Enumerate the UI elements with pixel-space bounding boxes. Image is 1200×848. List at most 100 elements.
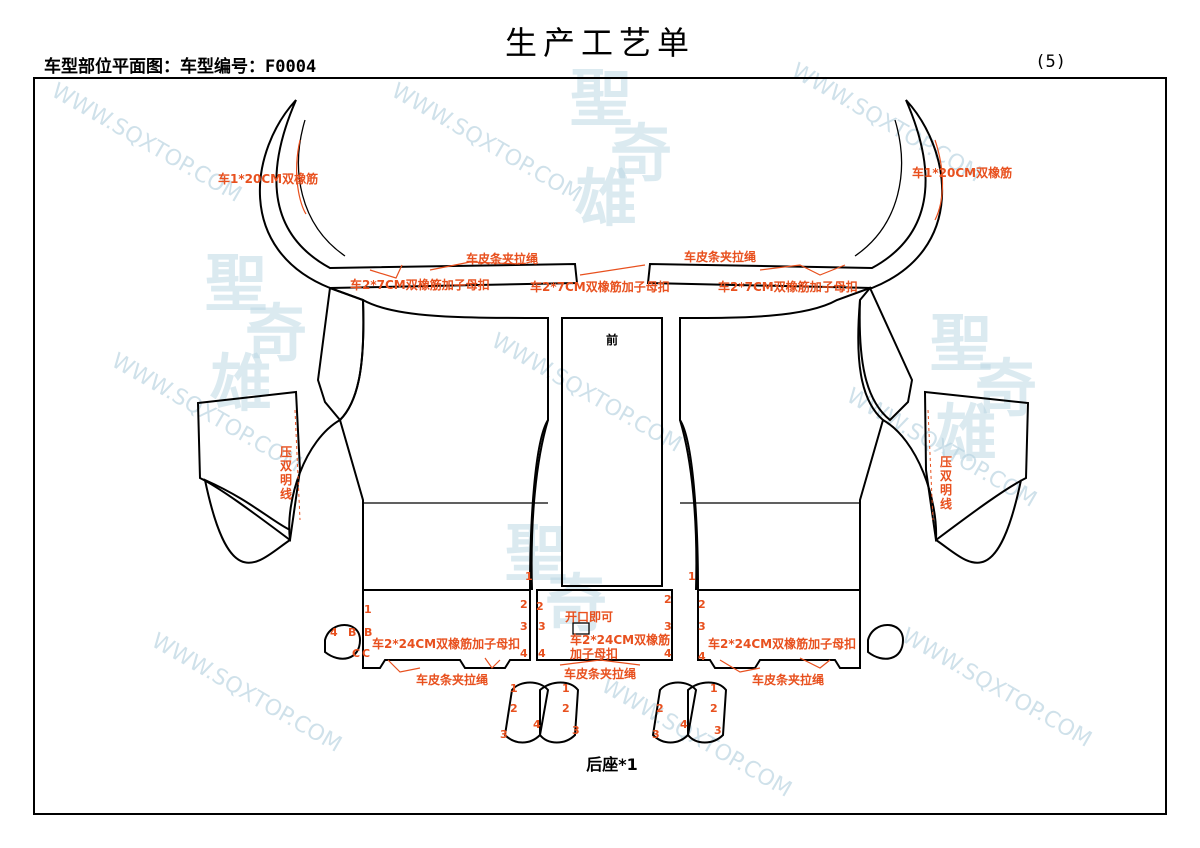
watermark-url: WWW.SQXTOP.COM: [47, 79, 246, 208]
marker-b: B: [364, 626, 372, 639]
lower-left-panel: [362, 589, 531, 669]
opening-slot: [572, 622, 590, 635]
page-number: (5): [1035, 52, 1066, 72]
center-front-panel: [561, 317, 663, 587]
strap-bottom-right-label: 车皮条夹拉绳: [752, 672, 824, 687]
watermark-url: WWW.SQXTOP.COM: [897, 624, 1096, 753]
marker-2: 2: [520, 598, 528, 611]
watermark-brand: 雄: [210, 347, 272, 420]
watermark-brand: 聖: [570, 62, 632, 135]
marker-4: 4: [538, 647, 546, 660]
watermark-brand: 雄: [575, 162, 637, 235]
front-label: 前: [606, 332, 618, 347]
rubber-24-mid-label: 车2*24CM双橡筋: [570, 632, 670, 647]
marker-4: 4: [698, 650, 706, 663]
marker-3: 3: [538, 620, 546, 633]
arch-stitch-line: [296, 139, 307, 215]
watermark-brand: 奇: [245, 297, 307, 370]
footer-label: 后座*1: [586, 755, 638, 774]
marker-1: 1: [364, 603, 372, 616]
marker-c: C: [352, 647, 360, 660]
marker-b: B: [348, 626, 356, 639]
page-title: 生产工艺单: [504, 24, 695, 62]
marker-3: 3: [698, 620, 706, 633]
marker-4: 4: [520, 647, 528, 660]
press-left-label: 明: [280, 473, 292, 487]
model-subtitle: 车型部位平面图：车型编号：F0004: [44, 57, 317, 77]
watermark-brand: 聖: [205, 247, 267, 320]
rubber-7-label: 车2*7CM双橡筋加子母扣: [350, 277, 490, 292]
rubber-24-right-label: 车2*24CM双橡筋加子母扣: [708, 636, 856, 651]
press-left-label: 线: [280, 486, 292, 501]
press-left-label: 双: [280, 459, 292, 473]
slit-right: [679, 419, 698, 591]
marker-3: 3: [500, 728, 508, 741]
press-left-label: 压: [280, 445, 292, 459]
press-right-label: 压: [940, 455, 952, 469]
marker-2: 2: [710, 702, 718, 715]
stitch-dash: [294, 409, 301, 521]
slit-left: [530, 419, 549, 591]
watermark-brand: 奇: [545, 567, 607, 640]
watermark-brand: 奇: [610, 117, 672, 190]
strap-bottom-left-label: 车皮条夹拉绳: [416, 672, 488, 687]
left-fender-piece: [203, 419, 341, 564]
marker-3: 3: [714, 724, 722, 737]
watermark-url: WWW.SQXTOP.COM: [147, 629, 346, 758]
watermark-brand: 聖: [930, 307, 992, 380]
strap-left-label: 车皮条夹拉绳: [466, 251, 538, 266]
marker-1: 1: [562, 682, 570, 695]
marker-1: 1: [710, 682, 718, 695]
small-corner-piece: [324, 624, 362, 660]
marker-2: 2: [698, 598, 706, 611]
marker-4: 4: [680, 718, 688, 731]
lower-center-panel: [536, 589, 673, 661]
lower-right-panel: [697, 589, 861, 669]
right-seat-panel: [679, 287, 885, 591]
stitch-dash: [927, 409, 934, 521]
arch-inner-line: [854, 119, 903, 257]
marker-1: 1: [688, 570, 696, 583]
press-right-label: 线: [940, 496, 952, 511]
arch-inner-line: [297, 119, 346, 257]
right-upper-side-piece: [858, 286, 914, 422]
small-corner-piece: [867, 624, 905, 660]
strap-line: [579, 264, 846, 276]
marker-3: 3: [664, 620, 672, 633]
marker-3: 3: [520, 620, 528, 633]
marker-2: 2: [510, 702, 518, 715]
watermark-url: WWW.SQXTOP.COM: [487, 329, 686, 458]
marker-4: 4: [664, 647, 672, 660]
watermark-brand: 雄: [935, 397, 997, 470]
arch-right-label: 车1*20CM双橡筋: [912, 165, 1012, 180]
marker-2: 2: [664, 593, 672, 606]
marker-3: 3: [652, 728, 660, 741]
arch-left-label: 车1*20CM双橡筋: [218, 171, 318, 186]
opening-label: 开口即可: [565, 610, 613, 624]
marker-1: 1: [510, 682, 518, 695]
left-upper-side-piece: [316, 286, 365, 422]
watermark-brand: 聖: [505, 517, 567, 590]
strap-bottom-mid-label: 车皮条夹拉绳: [564, 666, 636, 681]
bottom-petal-piece: [687, 681, 728, 744]
right-fender-piece: [882, 419, 1022, 564]
rubber-7-label: 车2*7CM双橡筋加子母扣: [530, 279, 670, 294]
rubber-24-mid-label-2: 加子母扣: [569, 646, 618, 661]
marker-1: 1: [525, 570, 533, 583]
markers: 1 4 B B C C 2 3 4 1 2 3 4 2 3 4 1 2 3 4 …: [330, 570, 722, 741]
bottom-petal-piece: [539, 681, 580, 744]
strap-line: [387, 657, 501, 673]
arch-band-piece: [646, 99, 944, 290]
arch-band-piece: [258, 99, 579, 290]
marker-c: C: [362, 647, 370, 660]
marker-3: 3: [572, 724, 580, 737]
marker-4: 4: [330, 626, 338, 639]
strap-line: [719, 657, 831, 673]
marker-2: 2: [536, 600, 544, 613]
watermark-brand: 奇: [975, 352, 1037, 425]
rubber-7-label: 车2*7CM双橡筋加子母扣: [718, 279, 858, 294]
strap-line: [559, 659, 641, 666]
strap-right-label: 车皮条夹拉绳: [684, 249, 756, 264]
rubber-24-left-label: 车2*24CM双橡筋加子母扣: [372, 636, 520, 651]
